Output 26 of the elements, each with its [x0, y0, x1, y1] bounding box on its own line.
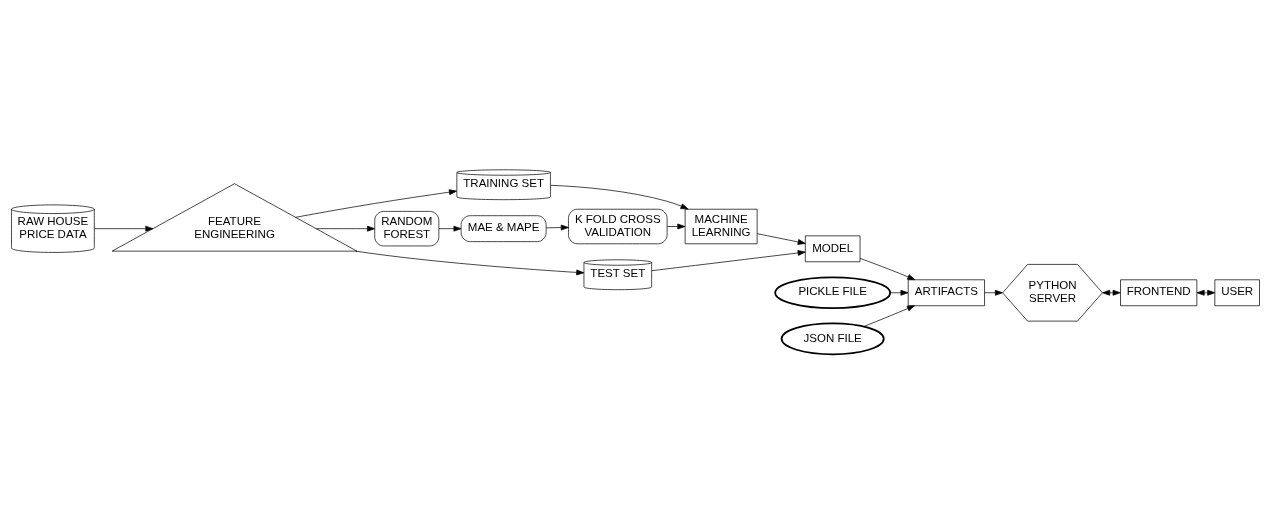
arrow: [1196, 289, 1216, 296]
arrow: [295, 189, 457, 218]
arrow: [859, 258, 916, 281]
arrow: [438, 225, 462, 232]
node-box: ARTIFACTS: [907, 279, 985, 307]
node-box: MACHINE LEARNING: [684, 208, 758, 245]
node-box: MAE & MAPE: [460, 215, 547, 242]
arrow: [550, 184, 689, 210]
node-ellipse: PICKLE FILE: [774, 276, 892, 310]
node-box: MODEL: [804, 235, 861, 263]
arrow: [667, 223, 686, 230]
node-box: RANDOM FOREST: [374, 211, 440, 247]
arrow: [984, 289, 1003, 296]
arrow: [890, 289, 909, 296]
node-box: FRONTEND: [1120, 279, 1198, 307]
arrow: [1102, 289, 1121, 296]
node-ellipse: JSON FILE: [780, 322, 885, 356]
arrow: [545, 224, 569, 231]
arrow: [94, 225, 154, 232]
arrow: [863, 305, 915, 327]
node-box: K FOLD CROSS VALIDATION: [568, 208, 668, 245]
arrow: [756, 233, 806, 245]
node-box: USER: [1214, 279, 1260, 307]
arrow: [651, 250, 806, 272]
arrow: [315, 225, 375, 232]
arrow: [355, 250, 585, 276]
